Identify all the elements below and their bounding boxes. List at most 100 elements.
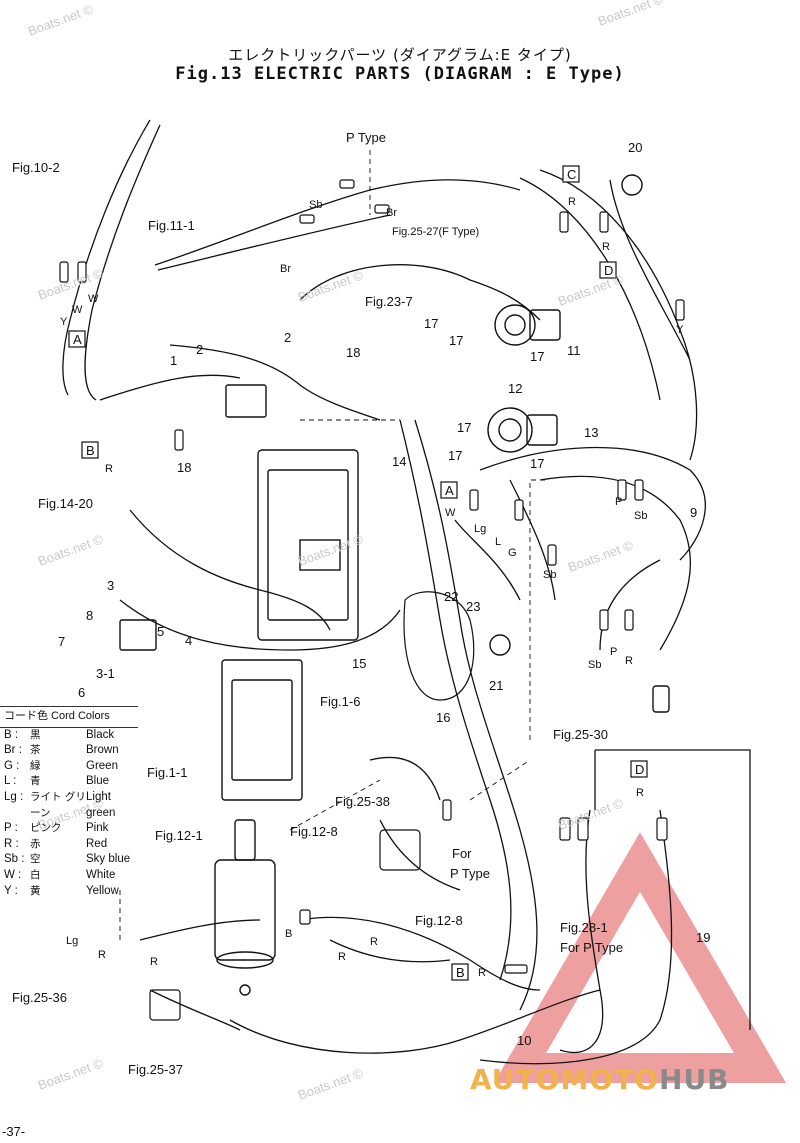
part-19: 19 bbox=[696, 930, 710, 945]
wire-code-labels: Y W W R Sb Br Br R R Y W Lg L G Sb P Sb … bbox=[60, 196, 684, 979]
watermark-8: Boats.net © bbox=[566, 537, 636, 575]
legend-code: L : bbox=[4, 775, 17, 788]
wire-r1: R bbox=[105, 463, 113, 475]
connector-tags: A B C D A D B bbox=[68, 165, 648, 981]
leader-lines bbox=[119, 150, 545, 940]
legend-code: R : bbox=[4, 837, 19, 850]
wire-r9: R bbox=[150, 956, 158, 968]
part-13: 13 bbox=[584, 425, 598, 440]
ref-fig-1-6: Fig.1-6 bbox=[320, 694, 360, 709]
wire-r2: R bbox=[568, 196, 576, 208]
part-17f: 17 bbox=[530, 456, 544, 471]
tag-c: C bbox=[567, 167, 576, 182]
part-17c: 17 bbox=[530, 349, 544, 364]
watermark-2: Boats.net © bbox=[596, 0, 666, 29]
wire-y2: Y bbox=[676, 324, 684, 336]
watermark-4: Boats.net © bbox=[296, 267, 366, 305]
tag-b2: B bbox=[456, 965, 465, 980]
part-17b: 17 bbox=[449, 333, 463, 348]
label-for: For bbox=[452, 846, 472, 861]
tag-d1: D bbox=[604, 263, 613, 278]
watermark-5: Boats.net © bbox=[556, 271, 626, 309]
watermark-6: Boats.net © bbox=[36, 531, 106, 569]
legend-jp: ピンク bbox=[30, 822, 62, 835]
title-english: Fig.13 ELECTRIC PARTS (DIAGRAM : E Type) bbox=[175, 64, 625, 84]
label-p-type-2: P Type bbox=[450, 866, 490, 881]
ref-for-p-type: For P Type bbox=[560, 940, 623, 955]
legend-code: P : bbox=[4, 822, 18, 835]
ref-fig-14-20: Fig.14-20 bbox=[38, 496, 93, 511]
wire-connectors bbox=[59, 179, 685, 974]
logo-part-1: AUTOMOTO bbox=[470, 1063, 660, 1096]
ref-fig-28-1: Fig.28-1 bbox=[560, 920, 608, 935]
legend-header: コード色 Cord Colors bbox=[0, 706, 138, 728]
part-5: 5 bbox=[157, 624, 164, 639]
part-4: 4 bbox=[185, 633, 192, 648]
legend-en: Brown bbox=[86, 744, 119, 757]
part-2a: 2 bbox=[196, 342, 203, 357]
part-11: 11 bbox=[567, 343, 581, 358]
legend-code: Lg : bbox=[4, 790, 24, 803]
watermark-1: Boats.net © bbox=[26, 1, 96, 39]
part-3: 3 bbox=[107, 578, 114, 593]
legend-en: Red bbox=[86, 837, 108, 850]
wire-r7: R bbox=[478, 967, 486, 979]
ref-fig-25-36: Fig.25-36 bbox=[12, 990, 67, 1005]
legend-en: Blue bbox=[86, 775, 110, 788]
part-21: 21 bbox=[489, 678, 503, 693]
page-number: -37- bbox=[2, 1124, 26, 1139]
part-6: 6 bbox=[78, 685, 85, 700]
wire-p2: P bbox=[610, 646, 617, 658]
wire-r5: R bbox=[636, 787, 644, 799]
legend-en: White bbox=[86, 868, 116, 881]
part-23: 23 bbox=[466, 599, 480, 614]
ref-fig-25-38: Fig.25-38 bbox=[335, 794, 390, 809]
ref-fig-12-1: Fig.12-1 bbox=[155, 828, 203, 843]
legend-code: Br : bbox=[4, 744, 22, 757]
wire-br1: Br bbox=[386, 207, 397, 219]
legend-en: Green bbox=[86, 759, 118, 772]
legend-jp: 黒 bbox=[30, 728, 41, 741]
watermark-7: Boats.net © bbox=[296, 531, 366, 569]
ref-fig-25-37: Fig.25-37 bbox=[128, 1062, 183, 1077]
wire-sb3: Sb bbox=[634, 510, 647, 522]
legend-jp: 茶 bbox=[30, 744, 41, 757]
wire-sb4: Sb bbox=[588, 659, 601, 671]
part-16: 16 bbox=[436, 710, 450, 725]
legend-jp: 白 bbox=[30, 868, 41, 881]
wire-l: L bbox=[495, 536, 501, 548]
legend-jp: 赤 bbox=[30, 837, 41, 850]
wire-lg2: Lg bbox=[66, 935, 78, 947]
tag-a1: A bbox=[73, 332, 82, 347]
wire-r10: R bbox=[338, 951, 346, 963]
legend-jp: 黄 bbox=[30, 884, 41, 897]
wire-p1: P bbox=[615, 496, 622, 508]
wire-b: B bbox=[285, 928, 292, 940]
ref-fig-12-8-a: Fig.12-8 bbox=[290, 824, 338, 839]
ref-fig-25-30: Fig.25-30 bbox=[553, 727, 608, 742]
part-22: 22 bbox=[444, 589, 458, 604]
tag-a2: A bbox=[445, 483, 454, 498]
part-3-1: 3-1 bbox=[96, 666, 115, 681]
regulator-block bbox=[149, 591, 475, 1021]
legend-en: Black bbox=[86, 728, 115, 741]
ref-fig-1-1: Fig.1-1 bbox=[147, 765, 187, 780]
module-bracket bbox=[119, 384, 359, 801]
legend-en: Yellow bbox=[86, 884, 119, 897]
automotohub-logo: AUTOMOTOHUB bbox=[470, 1063, 730, 1096]
legend-jp: 空 bbox=[30, 853, 41, 866]
legend-code: W : bbox=[4, 868, 22, 881]
tag-b1: B bbox=[86, 443, 95, 458]
figure-reference-labels: Fig.10-2 Fig.11-1 Fig.25-27(F Type) Fig.… bbox=[12, 130, 623, 1077]
part-14: 14 bbox=[392, 454, 406, 469]
wire-g: G bbox=[508, 547, 517, 559]
legend-en: Sky blue bbox=[86, 853, 131, 866]
watermark-11: Boats.net © bbox=[36, 1055, 106, 1093]
ref-fig-23-7: Fig.23-7 bbox=[365, 294, 413, 309]
